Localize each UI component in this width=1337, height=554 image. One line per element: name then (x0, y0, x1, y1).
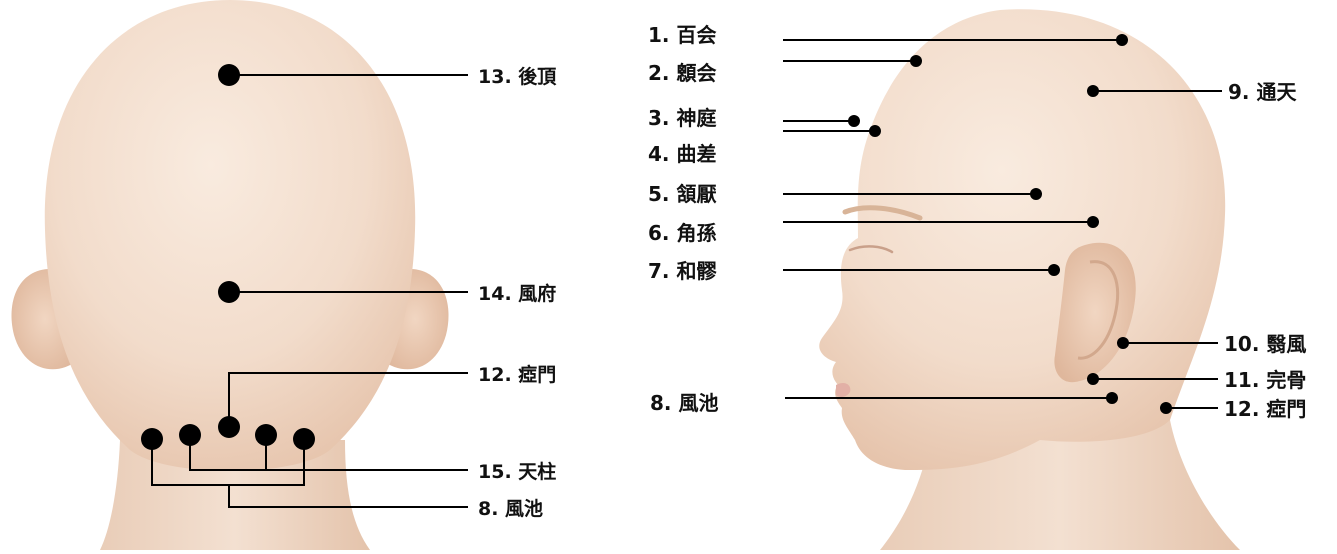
acupoint-7 (1048, 264, 1060, 276)
label-6: 6. 角孫 (648, 221, 716, 245)
acupoint-15-right (255, 424, 277, 446)
side-eyebrow (842, 205, 923, 221)
label-3: 3. 神庭 (648, 106, 716, 130)
acupoint-3 (848, 115, 860, 127)
side-lips (836, 382, 851, 397)
label-1: 1. 百会 (648, 23, 716, 47)
side-ear-inner (1077, 260, 1119, 360)
side-head-illustration (819, 9, 1240, 550)
acupoint-8-left (141, 428, 163, 450)
acupoint-4 (869, 125, 881, 137)
label-9: 9. 通天 (1228, 80, 1297, 104)
label-13: 13. 後頂 (478, 65, 557, 88)
side-eye (848, 245, 894, 254)
label-15: 15. 天柱 (478, 460, 556, 483)
leader-line-8 (228, 485, 468, 508)
side-view-annotations: 1. 百会 2. 顖会 3. 神庭 4. 曲差 5. 頷厭 6. 角孫 7. 和… (648, 23, 1306, 421)
back-neck (100, 440, 370, 550)
acupoint-14 (218, 281, 240, 303)
label-2: 2. 顖会 (648, 61, 716, 85)
acupoint-13 (218, 64, 240, 86)
acupoint-15-left (179, 424, 201, 446)
acupoint-5 (1030, 188, 1042, 200)
back-head-illustration (11, 0, 449, 550)
back-skull (44, 0, 416, 471)
acupoint-12-side (1160, 402, 1172, 414)
leader-line-12 (228, 372, 468, 427)
acupoint-12 (218, 416, 240, 438)
label-7: 7. 和髎 (648, 259, 716, 283)
acupoint-8-side (1106, 392, 1118, 404)
acupoint-9 (1087, 85, 1099, 97)
back-view-annotations: 13. 後頂 14. 風府 12. 瘂門 15. 天柱 8. 風池 (141, 64, 557, 520)
leader-line-15-left (189, 435, 468, 471)
acupoint-11 (1087, 373, 1099, 385)
acupoint-6 (1087, 216, 1099, 228)
acupoint-1 (1116, 34, 1128, 46)
label-10: 10. 翳風 (1224, 332, 1306, 356)
label-5: 5. 頷厭 (648, 182, 716, 206)
label-8-back: 8. 風池 (478, 497, 543, 520)
label-4: 4. 曲差 (648, 142, 716, 166)
side-skull (819, 9, 1226, 471)
label-12: 12. 瘂門 (478, 363, 556, 386)
acupoint-8-right (293, 428, 315, 450)
label-14: 14. 風府 (478, 282, 556, 305)
label-11: 11. 完骨 (1224, 368, 1306, 392)
acupoint-2 (910, 55, 922, 67)
acupoint-10 (1117, 337, 1129, 349)
label-12-side: 12. 瘂門 (1224, 397, 1306, 421)
label-8-side: 8. 風池 (650, 391, 718, 415)
